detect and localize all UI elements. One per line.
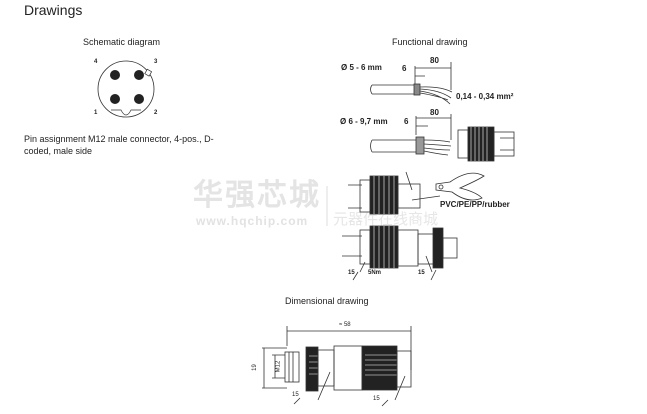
schematic-heading: Schematic diagram — [83, 37, 161, 47]
strip-long-2: 80 — [430, 108, 439, 117]
length-dimension: ≈ 58 — [339, 322, 351, 328]
wrench-right-label: 15 — [373, 396, 380, 402]
wrench-left-label: 15 — [292, 392, 299, 398]
dimensional-heading: Dimensional drawing — [285, 296, 369, 306]
wire-section: 0,14 - 0,34 mm² — [456, 92, 514, 101]
pin-1-label: 1 — [94, 110, 98, 116]
watermark-brand: 华强芯城 — [193, 179, 321, 212]
pin-2-label: 2 — [154, 110, 158, 116]
torque-left-label: 15 — [348, 270, 355, 276]
height-dimension: 19 — [251, 364, 258, 371]
watermark-url: www.hqchip.com — [196, 214, 309, 228]
strip-short-1: 6 — [402, 64, 407, 73]
watermark-slogan: 元器件在线商城 — [333, 211, 439, 228]
functional-heading: Functional drawing — [392, 37, 468, 47]
strip-short-2: 6 — [404, 117, 409, 126]
cable1-diameter: Ø 5 - 6 mm — [341, 63, 382, 72]
page-title: Drawings — [24, 2, 83, 18]
material-label: PVC/PE/PP/rubber — [440, 200, 510, 209]
cable2-diameter: Ø 6 - 9,7 mm — [340, 117, 388, 126]
watermark-divider — [326, 186, 328, 226]
pin-4-label: 4 — [94, 59, 98, 65]
strip-long-1: 80 — [430, 56, 439, 65]
thread-dimension: M12 — [275, 360, 282, 373]
torque-right-label: 15 — [418, 270, 425, 276]
pin-3-label: 3 — [154, 59, 158, 65]
torque-nm-label: 5Nm — [368, 270, 382, 276]
schematic-caption: Pin assignment M12 male connector, 4-pos… — [24, 134, 214, 156]
